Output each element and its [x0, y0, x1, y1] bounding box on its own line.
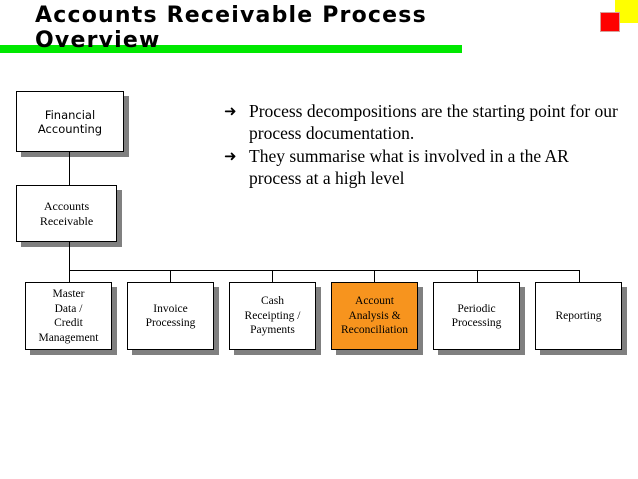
node-label: Account Analysis & Reconciliation — [340, 295, 409, 337]
node-cash-receipting-payments[interactable]: Cash Receipting / Payments — [229, 282, 316, 350]
node-label: Cash Receipting / Payments — [244, 295, 301, 337]
page-title: Accounts Receivable Process Overview — [35, 3, 427, 53]
connector-bus-to-leaf-6 — [579, 270, 580, 282]
node-master-data-credit-management[interactable]: Master Data / Credit Management — [25, 282, 112, 350]
node-label: Master Data / Credit Management — [38, 288, 99, 344]
bullet-text: They summarise what is involved in a the… — [249, 146, 569, 188]
connector-bus-to-leaf-2 — [170, 270, 171, 282]
node-financial-accounting[interactable]: Financial Accounting — [16, 91, 124, 152]
bullet-list: ➜ Process decompositions are the startin… — [224, 100, 624, 190]
title-underline-bar — [0, 45, 462, 53]
connector-horizontal-bus — [69, 270, 579, 271]
connector-bus-to-leaf-3 — [272, 270, 273, 282]
connector-root-to-level2 — [69, 152, 70, 185]
arrow-right-icon: ➜ — [224, 147, 237, 165]
bullet-item: ➜ They summarise what is involved in a t… — [224, 145, 624, 189]
connector-level2-to-bus — [69, 242, 70, 271]
node-invoice-processing[interactable]: Invoice Processing — [127, 282, 214, 350]
connector-bus-to-leaf-4 — [374, 270, 375, 282]
connector-bus-to-leaf-1 — [69, 270, 70, 282]
node-label: Reporting — [555, 309, 602, 322]
node-accounts-receivable[interactable]: Accounts Receivable — [16, 185, 117, 242]
bullet-text: Process decompositions are the starting … — [249, 101, 618, 143]
node-label: Accounts Receivable — [39, 198, 94, 228]
arrow-right-icon: ➜ — [224, 102, 237, 120]
node-label: Periodic Processing — [451, 302, 502, 330]
node-account-analysis-reconciliation[interactable]: Account Analysis & Reconciliation — [331, 282, 418, 350]
node-reporting[interactable]: Reporting — [535, 282, 622, 350]
node-periodic-processing[interactable]: Periodic Processing — [433, 282, 520, 350]
corner-decoration-yellow-square — [615, 0, 638, 23]
corner-decoration-red-square — [600, 12, 620, 32]
connector-bus-to-leaf-5 — [477, 270, 478, 282]
node-label: Financial Accounting — [37, 107, 103, 136]
node-label: Invoice Processing — [145, 302, 196, 330]
bullet-item: ➜ Process decompositions are the startin… — [224, 100, 624, 144]
